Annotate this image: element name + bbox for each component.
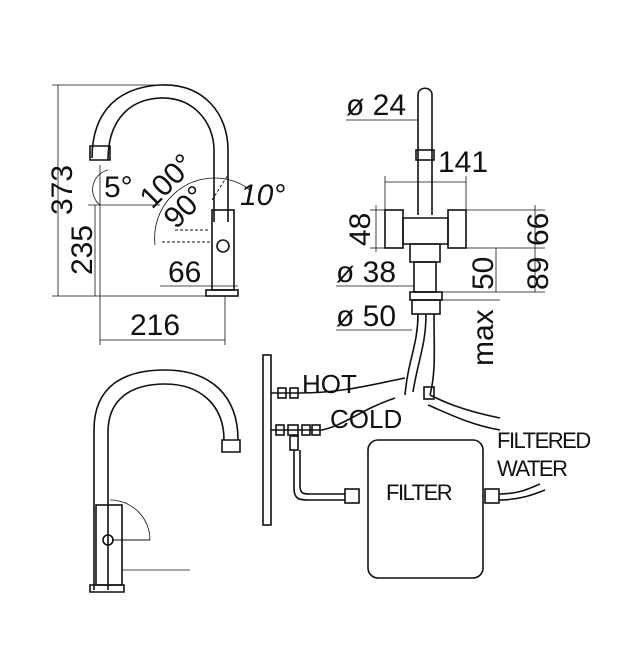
label-filter: FILTER bbox=[386, 480, 452, 505]
dim-66-side: 66 bbox=[522, 213, 555, 246]
angle-5: 5° bbox=[104, 171, 133, 204]
dim-max: max bbox=[467, 309, 500, 366]
dim-66-front: 66 bbox=[168, 256, 201, 289]
front-view: 373 235 5° 100° 90° 10° 66 216 bbox=[46, 84, 285, 345]
dim-d24: ø 24 bbox=[346, 89, 406, 122]
dim-50-base: 50 bbox=[467, 257, 500, 290]
side-view: ø 24 141 48 66 89 ø 38 50 ø 50 max bbox=[336, 87, 555, 396]
label-filtered-water-1: FILTERED bbox=[497, 428, 590, 453]
label-filtered-water-2: WATER bbox=[497, 456, 567, 481]
plan-view bbox=[89, 369, 241, 593]
dim-141: 141 bbox=[438, 146, 488, 179]
dim-235: 235 bbox=[66, 225, 99, 275]
dim-d38: ø 38 bbox=[336, 256, 396, 289]
cold-valve bbox=[271, 424, 322, 451]
label-hot: HOT bbox=[302, 369, 357, 399]
dim-216: 216 bbox=[130, 309, 180, 342]
dim-d50: ø 50 bbox=[336, 300, 396, 333]
label-cold: COLD bbox=[330, 404, 402, 434]
dim-48-side: 48 bbox=[344, 213, 377, 246]
dim-373: 373 bbox=[46, 165, 79, 215]
hot-valve bbox=[271, 387, 300, 399]
installation-diagram: HOT COLD FILTER FILTERED WATER bbox=[262, 354, 592, 579]
dim-89: 89 bbox=[522, 257, 555, 290]
angle-10: 10° bbox=[240, 179, 285, 212]
